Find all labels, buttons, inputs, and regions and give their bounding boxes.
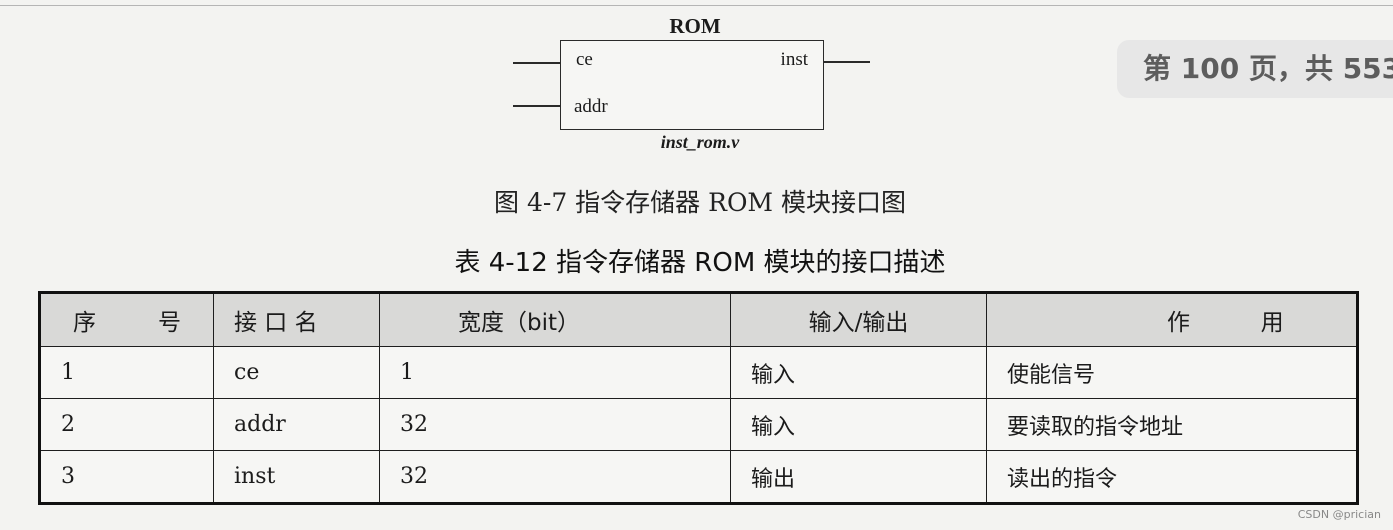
diagram-title: ROM <box>669 14 721 38</box>
table-row: 2 addr 32 输入 要读取的指令地址 <box>39 398 1358 451</box>
cell-index: 1 <box>39 346 214 399</box>
table-row: 3 inst 32 输出 读出的指令 <box>39 450 1358 504</box>
page-indicator: 第 100 页，共 553 <box>1117 40 1393 98</box>
table-row: 1 ce 1 输入 使能信号 <box>39 346 1358 399</box>
cell-direction: 输出 <box>730 450 987 504</box>
cell-purpose: 使能信号 <box>986 346 1358 399</box>
header-width: 宽度（bit） <box>379 292 731 347</box>
header-purpose-char-2: 用 <box>1260 310 1284 336</box>
table-header-row: 序 号 接 口 名 宽度（bit） 输入/输出 作 用 <box>39 292 1358 347</box>
header-purpose-char-1: 作 <box>1167 310 1190 336</box>
addr-input-wire <box>513 105 561 107</box>
port-addr-label: addr <box>574 96 608 117</box>
cell-name: addr <box>213 398 380 451</box>
header-index-char-1: 序 <box>73 310 96 336</box>
cell-index: 2 <box>39 398 214 451</box>
cell-name: inst <box>213 450 380 504</box>
interface-table: 序 号 接 口 名 宽度（bit） 输入/输出 作 用 1 ce 1 输入 使能… <box>38 291 1359 505</box>
cell-width: 32 <box>379 398 731 451</box>
top-divider <box>0 5 1393 6</box>
header-direction: 输入/输出 <box>730 292 987 347</box>
cell-direction: 输入 <box>730 398 987 451</box>
cell-direction: 输入 <box>730 346 987 399</box>
ce-input-wire <box>513 62 561 64</box>
rom-module-box: ce addr inst <box>560 40 824 130</box>
port-inst-label: inst <box>780 49 808 70</box>
cell-purpose: 读出的指令 <box>986 450 1358 504</box>
header-name: 接 口 名 <box>213 292 380 347</box>
watermark: CSDN @prician <box>1297 508 1381 521</box>
cell-index: 3 <box>39 450 214 504</box>
module-file-name: inst_rom.v <box>660 132 740 152</box>
cell-purpose: 要读取的指令地址 <box>986 398 1358 451</box>
figure-caption: 图 4-7 指令存储器 ROM 模块接口图 <box>494 188 906 217</box>
cell-width: 32 <box>379 450 731 504</box>
port-ce-label: ce <box>576 49 593 70</box>
header-purpose: 作 用 <box>986 292 1358 347</box>
table-caption: 表 4-12 指令存储器 ROM 模块的接口描述 <box>454 248 946 278</box>
cell-width: 1 <box>379 346 731 399</box>
header-index: 序 号 <box>39 292 214 347</box>
inst-output-wire <box>822 61 870 63</box>
header-index-char-2: 号 <box>158 310 181 336</box>
cell-name: ce <box>213 346 380 399</box>
